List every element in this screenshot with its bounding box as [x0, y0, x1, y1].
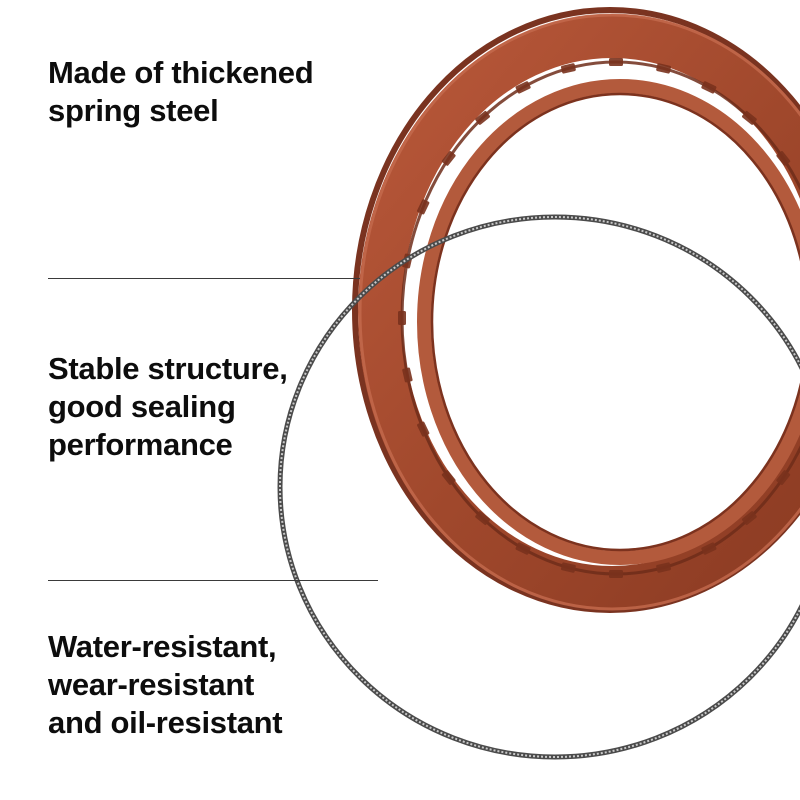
- seal-tab: [402, 367, 413, 383]
- seal-tab: [441, 151, 456, 166]
- caption-line: Water-resistant,: [48, 629, 277, 664]
- feature-caption-sealing: Stable structure, good sealing performan…: [48, 350, 288, 464]
- caption-line: spring steel: [48, 93, 219, 128]
- caption-line: Made of thickened: [48, 55, 314, 90]
- seal-tab: [742, 511, 757, 525]
- seal-tab: [560, 562, 576, 573]
- seal-tab: [701, 542, 717, 555]
- seal-tab: [656, 562, 672, 573]
- caption-line: and oil-resistant: [48, 705, 283, 740]
- garter-spring: [277, 214, 800, 760]
- divider-line: [48, 278, 360, 279]
- feature-caption-spring-steel: Made of thickened spring steel: [48, 54, 314, 130]
- seal-tab: [609, 570, 623, 578]
- seal-tab: [701, 81, 717, 94]
- caption-line: good sealing: [48, 389, 236, 424]
- seal-tab: [398, 311, 406, 325]
- oil-seal-ring: [352, 7, 800, 613]
- seal-tab: [441, 470, 456, 485]
- seal-tab: [776, 470, 791, 485]
- seal-tab: [475, 511, 490, 525]
- feature-caption-resistance: Water-resistant, wear-resistant and oil-…: [48, 628, 283, 742]
- seal-tab: [417, 421, 430, 437]
- seal-tab: [475, 111, 490, 125]
- divider-line: [48, 580, 378, 581]
- seal-tab: [515, 81, 531, 94]
- caption-line: Stable structure,: [48, 351, 288, 386]
- seal-tab: [656, 63, 672, 74]
- seal-tab: [560, 63, 576, 74]
- seal-tab: [742, 111, 757, 125]
- caption-line: performance: [48, 427, 233, 462]
- seal-tab: [776, 151, 791, 166]
- seal-molded-tabs: [398, 58, 791, 578]
- caption-line: wear-resistant: [48, 667, 255, 702]
- seal-tab: [515, 542, 531, 555]
- seal-tab: [609, 58, 623, 66]
- seal-tab: [417, 199, 430, 215]
